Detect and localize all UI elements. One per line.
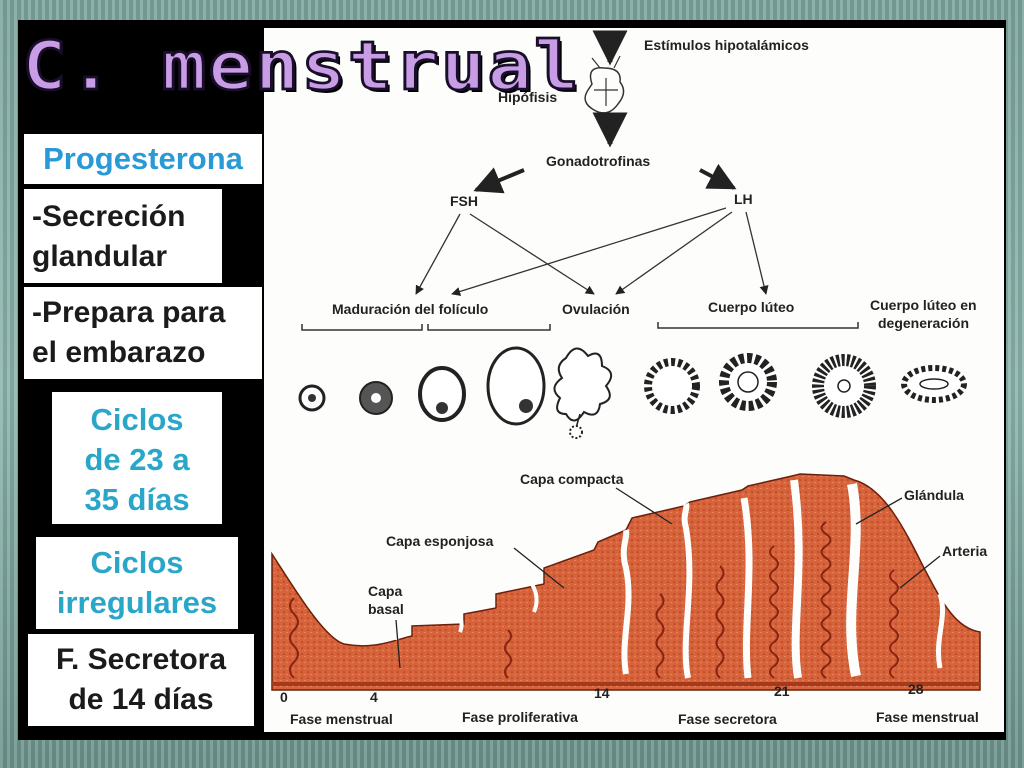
ciclos-irregulares-box: Ciclos irregulares — [36, 537, 238, 629]
follicle-4-oocyte — [519, 399, 533, 413]
leader-compacta — [615, 487, 673, 525]
slide-title: C. menstrual — [21, 27, 581, 107]
follicle-row — [298, 346, 967, 439]
pituitary-icon — [584, 55, 625, 114]
arrow-fsh-maduracion — [415, 213, 461, 295]
progesterona-label: Progesterona — [43, 141, 243, 176]
artery-4 — [715, 565, 725, 679]
ciclos2-line2: irregulares — [56, 585, 218, 620]
gland-slits-early — [394, 566, 539, 641]
label-cuerpo-deg-2: degeneración — [878, 315, 969, 331]
corpus-luteum-1 — [644, 358, 700, 414]
arrow-to-lh — [699, 163, 737, 190]
gland-slit-3 — [740, 497, 753, 679]
day-4: 4 — [370, 689, 378, 705]
label-cuerpo-luteo: Cuerpo lúteo — [708, 299, 794, 315]
follicle-4 — [486, 346, 546, 426]
label-maduracion: Maduración del folículo — [332, 301, 488, 317]
leader-glandula — [855, 497, 903, 525]
fsec-line2: de 14 días — [68, 683, 214, 716]
hormone-cascade: Estímulos hipotalámicos Hipófisis Gonado… — [415, 30, 809, 296]
artery-1 — [289, 597, 299, 679]
prepara-box: -Prepara para el embarazo — [24, 287, 262, 379]
phase-menstrual-1: Fase menstrual — [290, 711, 393, 727]
gland-slit-6 — [936, 593, 946, 669]
ciclos1-line2: de 23 a — [84, 442, 190, 477]
day-21: 21 — [774, 683, 790, 699]
day-28: 28 — [908, 681, 924, 697]
ovarian-stages: Maduración del folículo Ovulación Cuerpo… — [301, 297, 977, 331]
label-capa-esponjosa: Capa esponjosa — [386, 533, 494, 549]
corpus-luteum-2 — [719, 353, 777, 411]
secrecion-line2: glandular — [32, 240, 168, 273]
gland-slit-1 — [620, 529, 632, 675]
prepara-line2: el embarazo — [32, 336, 206, 369]
day-0: 0 — [280, 689, 288, 705]
artery-5 — [769, 545, 779, 679]
artery-2 — [504, 629, 512, 679]
day-axis: 0 4 14 21 28 Fase menstrual Fase prolife… — [280, 681, 979, 727]
phase-proliferativa: Fase proliferativa — [462, 709, 578, 725]
follicle-2-oocyte — [371, 393, 381, 403]
label-gonadotrofinas: Gonadotrofinas — [546, 153, 650, 169]
fsec-line1: F. Secretora — [55, 643, 227, 676]
arrow-to-fsh — [473, 167, 525, 194]
label-glandula: Glándula — [904, 487, 964, 503]
follicle-1-oocyte — [308, 394, 316, 402]
leader-arteria — [899, 555, 941, 589]
gland-slit-2 — [681, 502, 693, 679]
leader-basal — [395, 619, 401, 669]
label-arteria: Arteria — [942, 543, 987, 559]
ovulating-follicle — [553, 347, 613, 422]
label-hipofisis: Hipófisis — [498, 89, 557, 105]
phase-menstrual-2: Fase menstrual — [876, 709, 979, 725]
follicle-3 — [418, 366, 466, 422]
arrow-lh-cuerpo — [745, 211, 769, 295]
phase-secretora: Fase secretora — [678, 711, 777, 727]
released-ovum — [569, 425, 583, 439]
label-fsh: FSH — [450, 193, 478, 209]
ciclos-duracion-box: Ciclos de 23 a 35 días — [52, 392, 222, 524]
artery-3 — [655, 593, 665, 679]
fase-secretora-box: F. Secretora de 14 días — [28, 634, 254, 726]
arrow-lh-ovulacion — [615, 211, 733, 295]
menstrual-cycle-diagram: Estímulos hipotalámicos Hipófisis Gonado… — [264, 28, 1004, 732]
corpus-luteum-3 — [812, 354, 876, 418]
label-capa-basal-1: Capa — [368, 583, 402, 599]
label-cuerpo-deg-1: Cuerpo lúteo en — [870, 297, 977, 313]
secrecion-line1: -Secreción — [32, 200, 186, 233]
artery-6 — [820, 521, 832, 679]
prepara-line1: -Prepara para — [32, 296, 226, 329]
leader-esponjosa — [513, 547, 565, 589]
gland-slit-5 — [846, 483, 861, 678]
arrow-fsh-ovulacion — [469, 213, 595, 295]
day-14: 14 — [594, 685, 610, 701]
label-capa-basal-2: basal — [368, 601, 404, 617]
label-capa-compacta: Capa compacta — [520, 471, 624, 487]
progesterona-box: Progesterona — [24, 134, 262, 184]
follicle-3-oocyte — [436, 402, 448, 414]
label-estimulos: Estímulos hipotalámicos — [644, 37, 809, 53]
arrow-lh-maduracion — [451, 207, 727, 296]
secrecion-box: -Secreción glandular — [24, 189, 222, 283]
artery-7 — [889, 569, 899, 679]
endometrium-labels: Capa compacta Capa esponjosa Capa basal … — [368, 471, 987, 669]
gland-slit-4 — [790, 479, 803, 679]
label-ovulacion: Ovulación — [562, 301, 630, 317]
stage-brackets — [301, 322, 859, 331]
diagram-svg: Estímulos hipotalámicos Hipófisis Gonado… — [271, 30, 987, 727]
label-lh: LH — [734, 191, 753, 207]
ciclos1-line3: 35 días — [84, 482, 190, 517]
endometrium — [271, 473, 981, 691]
corpus-luteum-degenerating — [901, 365, 967, 403]
ciclos1-line1: Ciclos — [90, 402, 184, 437]
ciclos2-line1: Ciclos — [90, 545, 184, 580]
